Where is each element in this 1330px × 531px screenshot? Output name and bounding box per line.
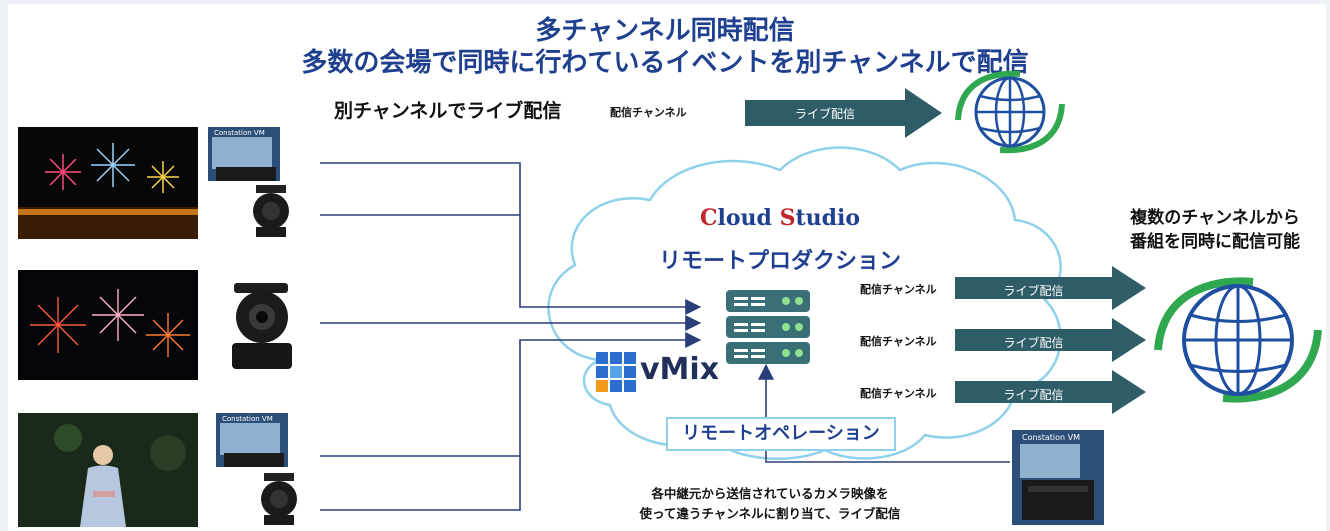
output-arrow-label-1: ライブ配信 — [1003, 284, 1064, 298]
output-channel-label-1: 配信チャンネル — [860, 283, 937, 296]
output-arrow-2 — [955, 318, 1146, 362]
fireworks-image-1 — [18, 127, 198, 239]
cloud-studio-tudio: tudio — [795, 205, 861, 231]
bottom-description: 各中継元から送信されているカメラ映像を 使って違うチャンネルに割り当て、ライブ配… — [570, 484, 970, 524]
constation-label-remote: Constation VM — [1022, 433, 1080, 442]
constation-device-icon-remote — [1012, 430, 1104, 525]
yukata-photo — [18, 413, 198, 527]
page-subtitle: 多数の会場で同時に行わているイベントを別チャンネルで配信 — [301, 48, 1029, 78]
separate-channel-heading: 別チャンネルでライブ配信 — [334, 100, 562, 122]
bottom-description-line2: 使って違うチャンネルに割り当て、ライブ配信 — [639, 506, 901, 521]
ptz-camera-icon — [232, 283, 292, 369]
vmix-label: vMix — [640, 352, 720, 387]
ptz-camera-2 — [228, 283, 298, 369]
cloud-studio-loud: loud — [717, 205, 780, 231]
remote-operation-box: リモートオペレーション — [666, 417, 896, 451]
device-group-1: Constation VM — [208, 127, 316, 237]
output-arrow-1 — [955, 266, 1146, 310]
output-channel-label-3: 配信チャンネル — [860, 387, 937, 400]
globe-icon-right — [1154, 277, 1322, 403]
cloud-studio-s: S — [779, 205, 796, 231]
cloud-studio-title: Cloud Studio — [680, 205, 880, 231]
bottom-description-line1: 各中継元から送信されているカメラ映像を — [651, 486, 889, 501]
output-arrow-3 — [955, 370, 1146, 414]
server-stack — [726, 290, 810, 364]
remote-production-label: リモートプロダクション — [658, 248, 901, 274]
constation-label-3: Constation VM — [222, 415, 273, 423]
fireworks-photo-1 — [18, 127, 198, 239]
top-arrow-label: ライブ配信 — [794, 107, 855, 121]
top-live-arrow — [745, 88, 942, 138]
right-description: 複数のチャンネルから 番組を同時に配信可能 — [1120, 206, 1310, 254]
page-title: 多チャンネル同時配信 — [535, 16, 795, 46]
right-description-line2: 番組を同時に配信可能 — [1130, 232, 1300, 252]
output-arrow-label-3: ライブ配信 — [1003, 388, 1064, 402]
device-group-3: Constation VM — [216, 413, 324, 527]
remote-constation-device: Constation VM — [1012, 430, 1104, 525]
output-channel-label-2: 配信チャンネル — [860, 335, 937, 348]
constation-label-1: Constation VM — [214, 129, 265, 137]
globe-icon-top — [955, 70, 1065, 154]
constation-device-icon-3 — [216, 413, 297, 525]
fireworks-image-2 — [18, 270, 198, 380]
yukata-image — [18, 413, 198, 527]
fireworks-photo-2 — [18, 270, 198, 380]
right-description-line1: 複数のチャンネルから — [1130, 208, 1300, 228]
constation-device-icon-1 — [208, 127, 289, 237]
cloud-studio-c: C — [699, 205, 718, 231]
top-channel-label: 配信チャンネル — [610, 106, 687, 119]
vmix-logo-icon — [596, 352, 636, 392]
output-arrow-label-2: ライブ配信 — [1003, 336, 1064, 350]
